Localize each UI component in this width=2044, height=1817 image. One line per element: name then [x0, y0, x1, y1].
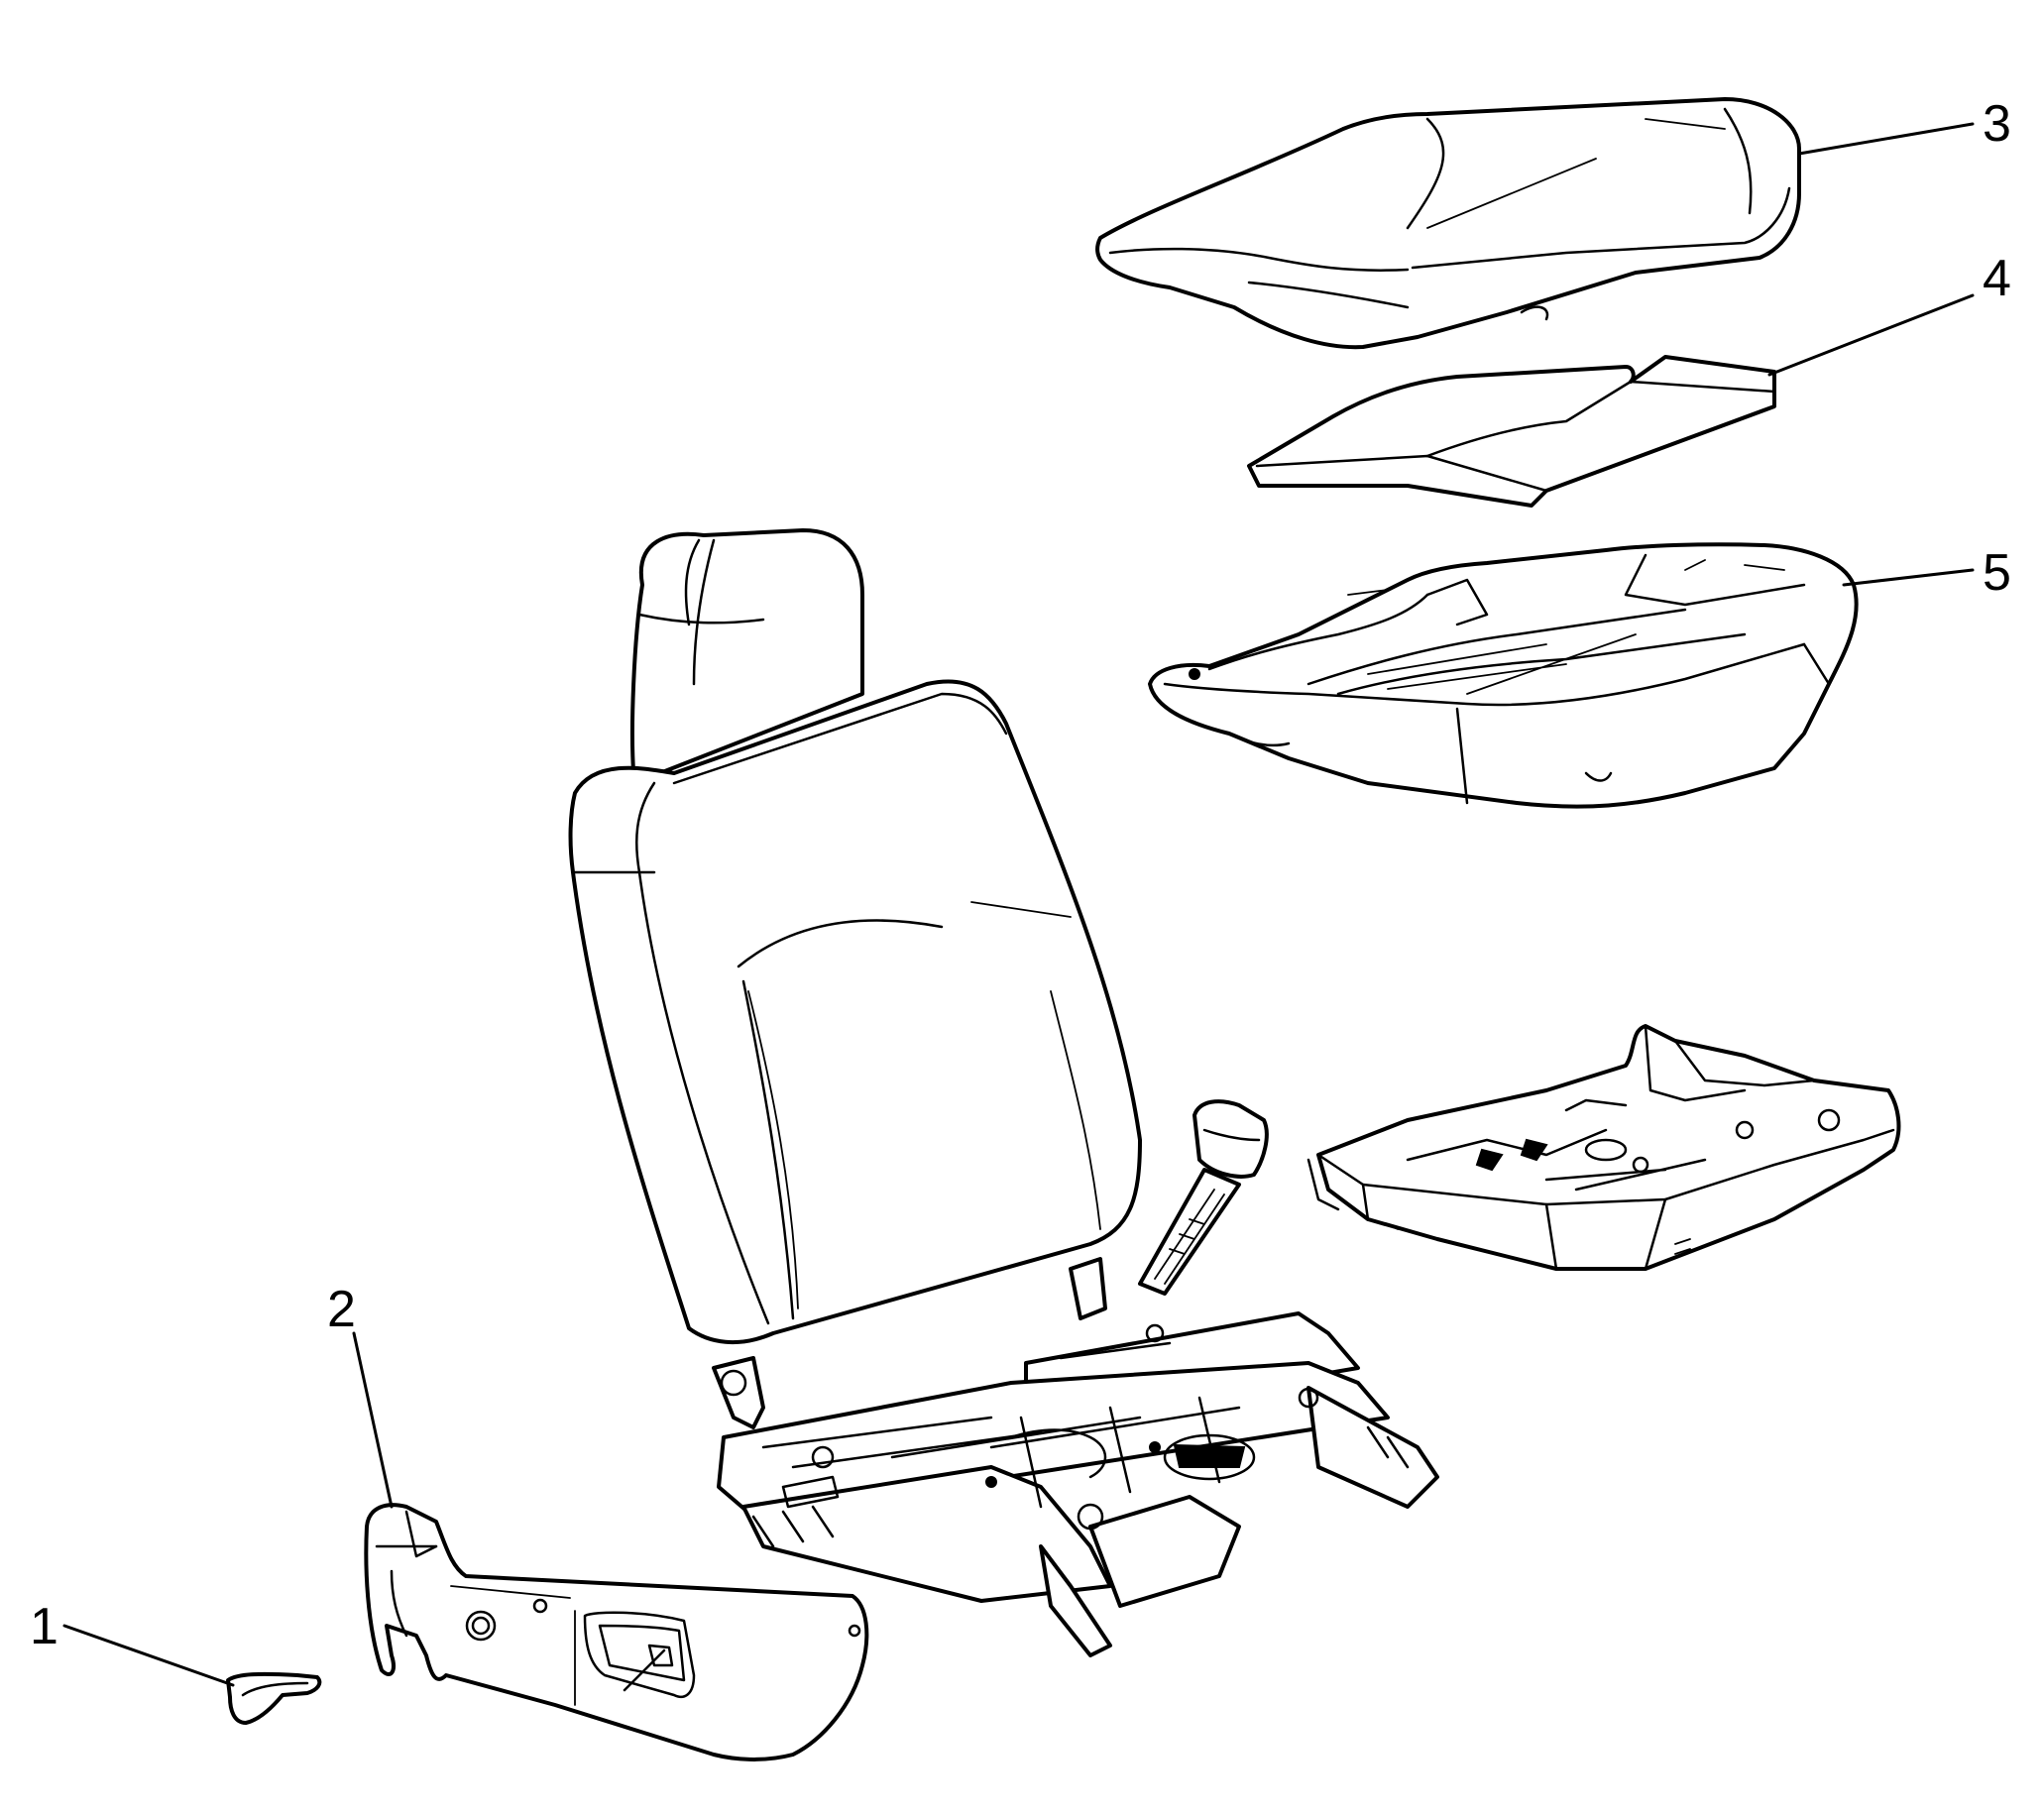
headrest-icon [630, 528, 864, 785]
callout-3: 3 [1797, 95, 2011, 156]
seat-cushion-frame-icon [1148, 542, 1859, 809]
callout-2: 2 [327, 1281, 394, 1509]
seat-side-trim-panel-icon [364, 1503, 869, 1761]
recliner-lever-icon [226, 1671, 322, 1725]
seat-back-icon [568, 679, 1142, 1345]
callout-1: 1 [30, 1598, 235, 1687]
seat-belt-buckle-icon [1138, 1099, 1269, 1296]
callout-label-2: 2 [327, 1281, 356, 1338]
callout-5: 5 [1842, 544, 2011, 602]
seat-cushion-cover-icon [1095, 97, 1801, 350]
callout-label-1: 1 [30, 1598, 58, 1655]
callout-label-5: 5 [1983, 544, 2011, 602]
callout-label-4: 4 [1983, 250, 2011, 307]
callout-4: 4 [1767, 250, 2011, 377]
seat-adjuster-track-icon [712, 1257, 1439, 1657]
seat-pan-icon [1306, 1024, 1901, 1271]
seat-cushion-pad-icon [1247, 355, 1776, 508]
callout-label-3: 3 [1983, 95, 2011, 153]
